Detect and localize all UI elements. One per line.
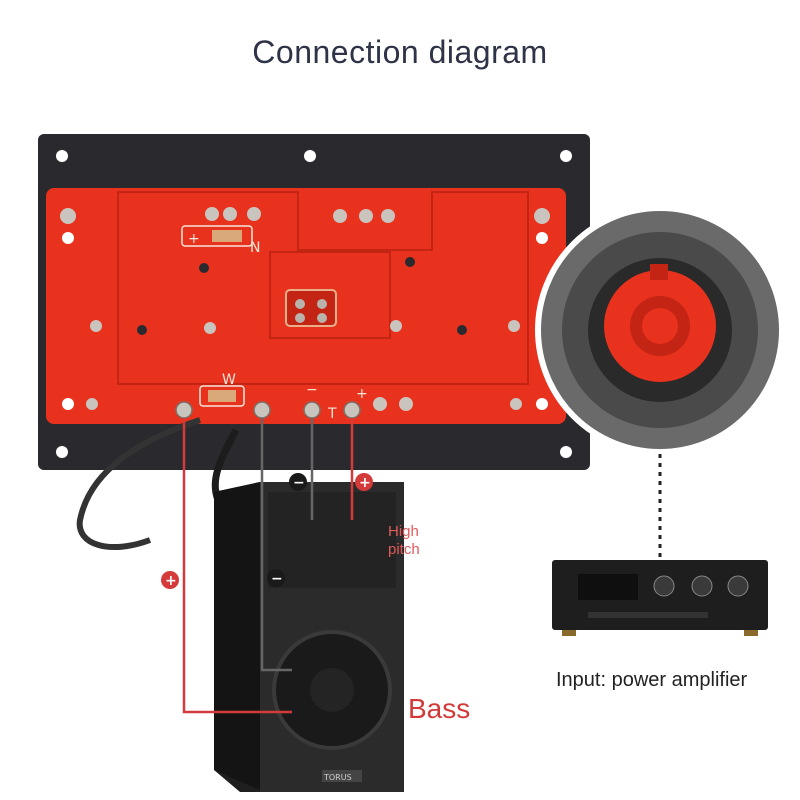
tweeter-negative-terminal [303,401,321,419]
diagram-title: Connection diagram [252,34,548,70]
speaker-cabinet: TORUS [214,482,404,792]
svg-text:+: + [359,475,371,491]
silk-minus-label: − [306,382,318,398]
silk-plus-label: + [356,386,368,402]
silk-plus-n: + [188,231,200,247]
tweeter-minus-marker: − [289,473,307,491]
tweeter-plus-marker: + [355,473,373,491]
mounting-hole [304,150,316,162]
input-cable [76,417,201,550]
input-connector-zoom [535,205,785,455]
silk-n-label: N [250,240,260,256]
mounting-hole [560,446,572,458]
bass-plus-marker: + [161,571,179,589]
woofer-positive-terminal [175,401,193,419]
speaker-brand-logo: TORUS [323,773,352,782]
mounting-hole [560,150,572,162]
svg-text:+: + [165,573,177,589]
silk-t-label: T [327,406,337,422]
high-pitch-label-line2: pitch [388,541,420,558]
svg-text:−: − [271,571,283,587]
crossover-pcb: + N W − + T [46,188,566,424]
bass-positive-wire [182,418,292,714]
woofer-negative-terminal [253,401,271,419]
input-power-amplifier-label: Input: power amplifier [556,669,748,691]
bass-minus-marker: − [267,569,285,587]
polarity-markers: − + − + [161,473,373,589]
silk-w-label: W [222,372,236,388]
mounting-hole [56,150,68,162]
wiring [182,418,354,714]
mounting-hole [56,446,68,458]
bass-negative-wire [260,418,292,672]
high-pitch-label-line1: High [388,523,419,540]
power-amplifier [552,560,768,636]
bass-label: Bass [408,693,470,724]
tweeter-positive-terminal [343,401,361,419]
tweeter-horn [268,492,396,588]
svg-text:−: − [293,475,305,491]
